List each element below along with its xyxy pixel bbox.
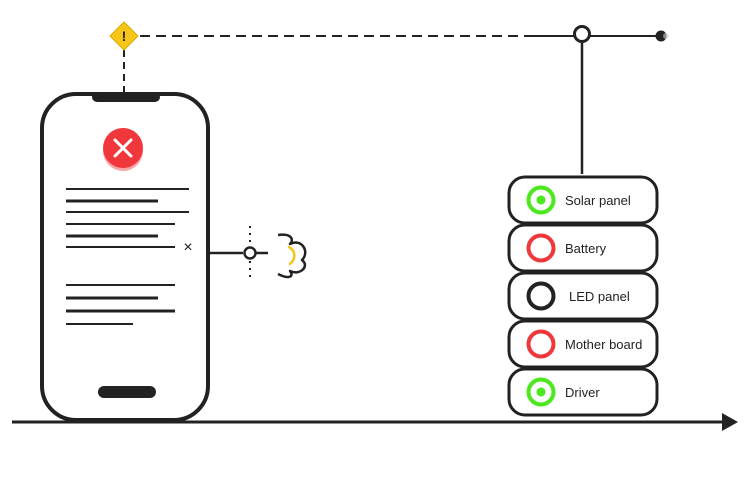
status-ring-icon: [526, 233, 556, 263]
component-label: Solar panel: [565, 193, 631, 208]
component-item: Solar panel: [507, 175, 659, 225]
component-label: Driver: [565, 385, 600, 400]
close-icon: [103, 128, 143, 171]
spark-mark: [287, 245, 296, 266]
timeline-arrowhead: [722, 413, 738, 431]
component-label: LED panel: [569, 289, 630, 304]
status-ring-icon: [526, 329, 556, 359]
plug-icon: [208, 226, 307, 279]
line-x-mark: ×: [183, 239, 192, 256]
signal-end-dot: [655, 30, 667, 42]
status-dot-icon: [536, 195, 546, 205]
component-label: Mother board: [565, 337, 642, 352]
component-item: Battery: [507, 223, 659, 273]
component-item: LED panel: [507, 271, 659, 321]
component-label: Battery: [565, 241, 607, 256]
status-dot-icon: [536, 387, 546, 397]
component-item: Mother board: [507, 319, 659, 369]
phone-text-lines: [66, 188, 189, 325]
status-ring-icon: [526, 281, 556, 311]
component-item: Driver: [507, 367, 659, 417]
phone-device: ×: [40, 92, 210, 422]
warning-glyph: !: [122, 28, 127, 44]
phone-notch: [92, 92, 160, 102]
warning-diamond-icon: !: [109, 21, 139, 51]
signal-end-shadow: [663, 33, 669, 39]
junction-node: [573, 25, 591, 43]
phone-home-bar: [98, 386, 156, 398]
